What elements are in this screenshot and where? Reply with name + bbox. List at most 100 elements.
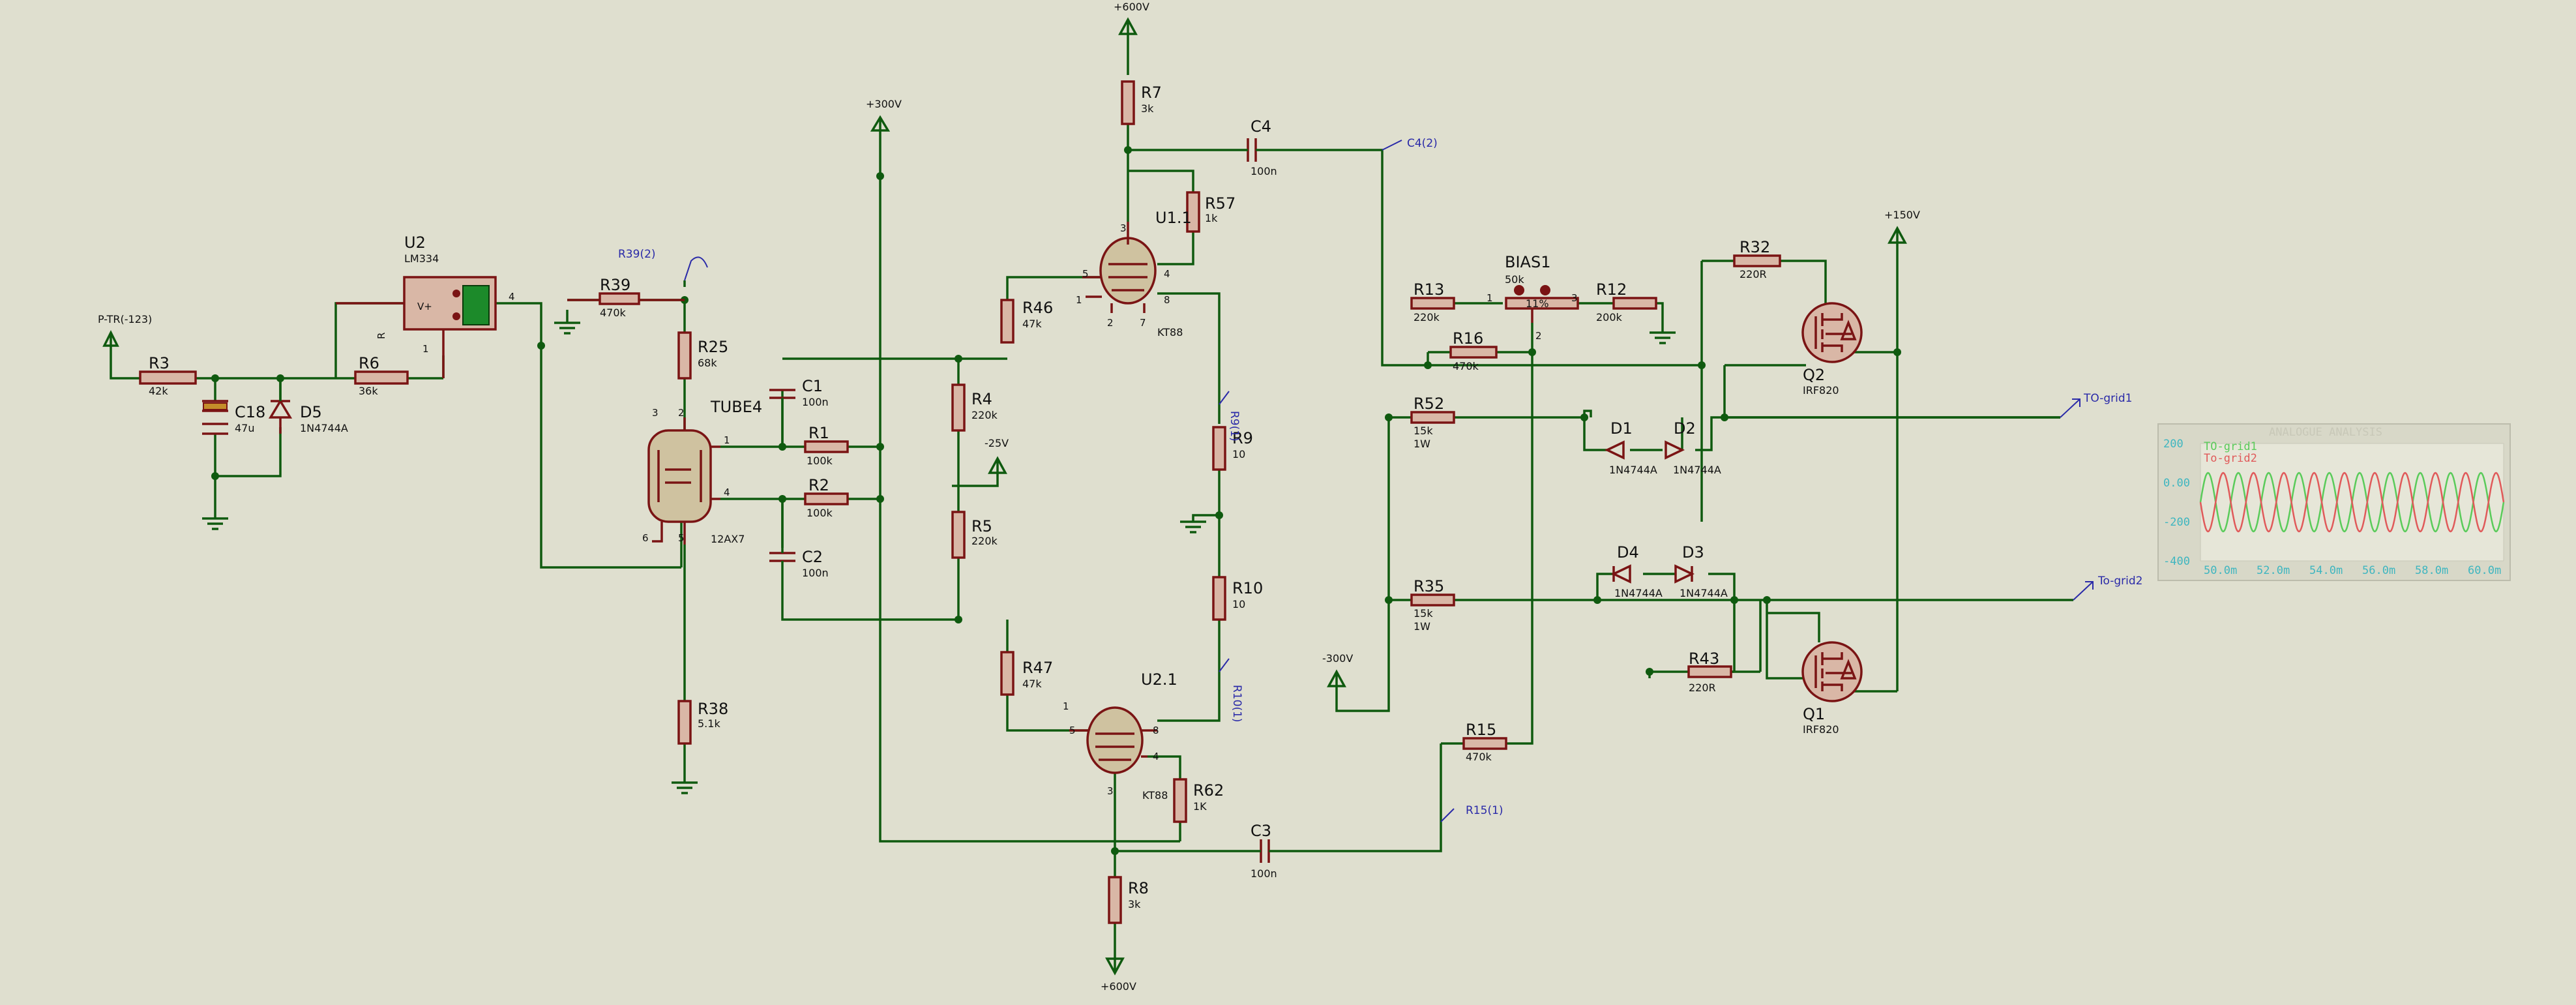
svg-text:R9(1): R9(1) (1228, 411, 1241, 442)
svg-text:C4: C4 (1251, 117, 1271, 136)
svg-text:4: 4 (1153, 751, 1159, 762)
svg-text:+150V: +150V (1884, 209, 1920, 221)
svg-text:2: 2 (678, 407, 685, 419)
mosfet-q2[interactable]: Q2 IRF820 (1801, 302, 1863, 397)
resistor-r8[interactable]: R8 3k (1108, 876, 1149, 924)
capacitor-c2[interactable]: C2 100n (769, 499, 829, 579)
probe-r9[interactable]: R9(1) (1219, 391, 1241, 442)
diode-d4[interactable]: D4 1N4744A (1610, 543, 1663, 599)
svg-text:Q2: Q2 (1803, 366, 1825, 384)
resistor-r35[interactable]: R35 15k 1W (1410, 577, 1455, 633)
svg-text:Q1: Q1 (1803, 705, 1825, 723)
svg-text:1N4744A: 1N4744A (1609, 464, 1657, 476)
resistor-r12[interactable]: R12 200k (1596, 280, 1657, 323)
svg-text:100k: 100k (807, 455, 833, 467)
graph-x-tick: 56.0m (2362, 564, 2395, 577)
svg-text:470k: 470k (1466, 751, 1492, 763)
capacitor-c1[interactable]: C1 100n (769, 377, 829, 447)
svg-text:-300V: -300V (1322, 652, 1353, 665)
resistor-r6[interactable]: R6 36k (354, 354, 409, 397)
svg-text:5: 5 (678, 532, 685, 544)
graph-x-tick: 58.0m (2415, 564, 2448, 577)
tube-u1-kt88[interactable]: 3 5 1 4 8 2 7 U1.1 KT88 (1076, 209, 1192, 338)
svg-text:R6: R6 (359, 354, 379, 372)
svg-text:220R: 220R (1689, 682, 1716, 694)
svg-text:1W: 1W (1414, 438, 1430, 450)
resistor-r52[interactable]: R52 15k 1W (1410, 395, 1455, 450)
svg-text:R57: R57 (1205, 194, 1236, 213)
svg-text:KT88: KT88 (1142, 789, 1168, 802)
resistor-r46[interactable]: R46 47k (1000, 299, 1053, 344)
resistor-r2[interactable]: R2 100k (804, 476, 849, 519)
capacitor-c4[interactable]: C4 100n (1239, 117, 1277, 177)
svg-text:4: 4 (1164, 268, 1170, 280)
svg-text:11%: 11% (1526, 297, 1549, 310)
probe-r15[interactable]: R15(1) (1440, 804, 1503, 822)
svg-text:R8: R8 (1128, 879, 1149, 897)
svg-text:1: 1 (422, 343, 429, 355)
resistor-r57[interactable]: R57 1k (1186, 191, 1236, 233)
diode-d2[interactable]: D2 1N4744A (1665, 419, 1721, 476)
resistor-r15[interactable]: R15 470k (1462, 721, 1507, 763)
svg-text:50k: 50k (1505, 273, 1524, 286)
svg-text:C18: C18 (235, 403, 265, 421)
svg-text:220k: 220k (971, 409, 998, 421)
diode-d5[interactable]: D5 1N4744A (268, 378, 348, 434)
graph-x-tick: 52.0m (2257, 564, 2290, 577)
svg-text:-25V: -25V (985, 437, 1009, 449)
svg-text:BIAS1: BIAS1 (1505, 253, 1550, 271)
svg-text:R: R (376, 333, 387, 339)
svg-text:3k: 3k (1128, 898, 1141, 910)
resistor-r5[interactable]: R5 220k (951, 511, 998, 559)
resistor-r32[interactable]: R32 220R (1733, 238, 1781, 280)
analysis-graph[interactable]: ANALOGUE ANALYSIS TO-grid1 To-grid2 2000… (2157, 423, 2511, 581)
capacitor-c3[interactable]: C3 100n (1251, 822, 1278, 880)
resistor-r38[interactable]: R38 5.1k (677, 700, 728, 745)
svg-text:200k: 200k (1596, 311, 1623, 323)
svg-text:5: 5 (1069, 725, 1076, 736)
svg-text:1: 1 (1063, 700, 1069, 712)
svg-text:15k: 15k (1414, 607, 1433, 620)
svg-text:1N4744A: 1N4744A (300, 422, 348, 434)
svg-text:R10(1): R10(1) (1230, 685, 1243, 723)
svg-text:U1.1: U1.1 (1155, 209, 1192, 227)
probe-c4[interactable]: C4(2) (1382, 137, 1438, 151)
resistor-r9[interactable]: R9 10 (1212, 426, 1253, 471)
diode-d1[interactable]: D1 1N4744A (1604, 419, 1657, 476)
resistor-r62[interactable]: R62 1K (1173, 778, 1224, 823)
ic-u2-lm334[interactable]: V+ R 4 1 U2 LM334 (336, 233, 515, 378)
tube-u2b-kt88[interactable]: 1 5 8 4 3 U2.1 KT88 (1063, 670, 1177, 802)
potentiometer-bias1[interactable]: 11% 1 3 2 BIAS1 50k (1487, 253, 1579, 342)
resistor-r3[interactable]: R3 42k (139, 354, 197, 397)
resistor-r39[interactable]: R39 470k (567, 276, 685, 319)
svg-text:D1: D1 (1610, 419, 1633, 438)
resistor-r10[interactable]: R10 10 (1212, 576, 1263, 621)
resistor-r7[interactable]: R7 3k (1121, 80, 1162, 125)
wires (110, 39, 2073, 959)
svg-text:V+: V+ (417, 301, 432, 312)
probe-r10[interactable]: R10(1) (1219, 658, 1243, 723)
resistor-r47[interactable]: R47 47k (1000, 651, 1053, 696)
resistor-r13[interactable]: R13 220k (1410, 280, 1455, 323)
mosfet-q1[interactable]: Q1 IRF820 (1801, 641, 1863, 736)
probe-grid2[interactable]: To-grid2 (2073, 575, 2142, 601)
ground-symbols (202, 322, 1676, 794)
resistor-r1[interactable]: R1 100k (804, 424, 849, 467)
resistor-r43[interactable]: R43 220R (1687, 650, 1732, 694)
capacitor-c18[interactable]: C18 47u (202, 400, 265, 435)
diode-d3[interactable]: D3 1N4744A (1674, 543, 1728, 599)
resistor-r4[interactable]: R4 220k (951, 383, 998, 432)
svg-text:4: 4 (724, 487, 730, 498)
terminal-600v-bottom: +600V (1101, 957, 1136, 993)
svg-text:1K: 1K (1193, 800, 1207, 813)
resistor-r16[interactable]: R16 470k (1449, 329, 1498, 372)
svg-text:+600V: +600V (1101, 980, 1136, 993)
probe-grid1[interactable]: TO-grid1 (1725, 392, 2132, 419)
tube-tube4-12ax7[interactable]: 3 2 1 4 6 5 TUBE4 12AX7 (642, 398, 762, 545)
svg-text:1: 1 (724, 434, 730, 446)
probe-r39[interactable]: R39(2) (618, 248, 708, 281)
graph-x-tick: 50.0m (2204, 564, 2237, 577)
svg-text:D3: D3 (1682, 543, 1704, 562)
svg-text:R38: R38 (698, 700, 728, 718)
resistor-r25[interactable]: R25 68k (677, 331, 728, 380)
